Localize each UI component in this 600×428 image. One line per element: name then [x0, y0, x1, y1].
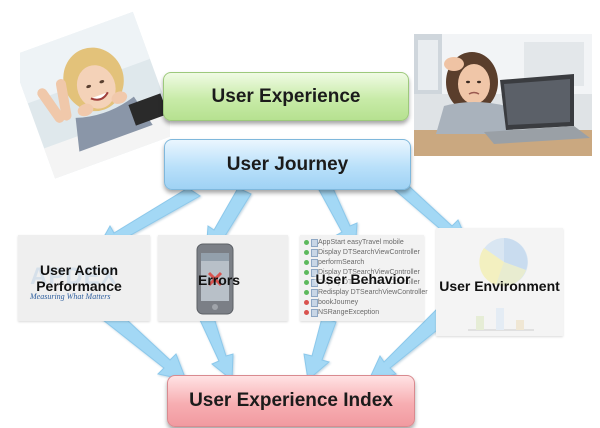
behavior-row: performSearch — [304, 259, 364, 267]
arrow-errors-to-index — [199, 317, 234, 382]
performance-panel: APDEX Measuring What Matters User Action… — [18, 235, 150, 321]
status-ok-icon — [304, 280, 309, 285]
error-x-icon — [207, 271, 223, 287]
user-journey-box: User Journey — [164, 139, 411, 190]
status-ok-icon — [304, 270, 309, 275]
behavior-row: Display DTSearchViewController — [304, 249, 420, 257]
frustrated-user-photo — [414, 34, 592, 156]
apdex-tagline: Measuring What Matters — [30, 292, 111, 301]
phone-icon — [196, 243, 234, 320]
pie-chart-icon — [479, 238, 528, 287]
user-experience-index-label: User Experience Index — [189, 390, 393, 411]
status-ok-icon — [304, 290, 309, 295]
bar-chart-icon — [468, 308, 534, 331]
errors-panel: Errors — [158, 235, 288, 321]
performance-label-line1: User Action — [39, 262, 119, 278]
arrow-behavior-to-index — [303, 317, 337, 381]
environment-label: User Environment — [439, 278, 560, 294]
performance-label-line2: Performance — [36, 278, 122, 294]
behavior-row: bookJourney — [304, 299, 358, 307]
user-experience-box: User Experience — [163, 72, 409, 121]
behavior-row: Display DTSearchViewController — [304, 279, 420, 287]
status-ok-icon — [304, 240, 309, 245]
behavior-label: User Behavior — [315, 271, 411, 287]
behavior-row: NSRangeException — [304, 309, 379, 317]
apdex-logo: APDEX — [30, 263, 118, 290]
status-error-icon — [304, 300, 309, 305]
status-ok-icon — [304, 250, 309, 255]
user-journey-label: User Journey — [226, 153, 349, 175]
behavior-row: AppStart easyTravel mobile — [304, 239, 404, 247]
performance-label: User Action Performance — [18, 262, 140, 294]
status-error-icon — [304, 310, 309, 315]
user-experience-index-box: User Experience Index — [167, 375, 415, 427]
environment-panel: User Environment — [436, 228, 563, 336]
behavior-panel: AppStart easyTravel mobile Display DTSea… — [300, 235, 428, 321]
status-ok-icon — [304, 260, 309, 265]
errors-label: Errors — [197, 272, 241, 288]
behavior-row: Display DTSearchViewController — [304, 269, 420, 277]
user-experience-label: User Experience — [211, 85, 361, 107]
behavior-row: Redisplay DTSearchViewController — [304, 289, 428, 297]
happy-user-photo — [10, 8, 178, 188]
